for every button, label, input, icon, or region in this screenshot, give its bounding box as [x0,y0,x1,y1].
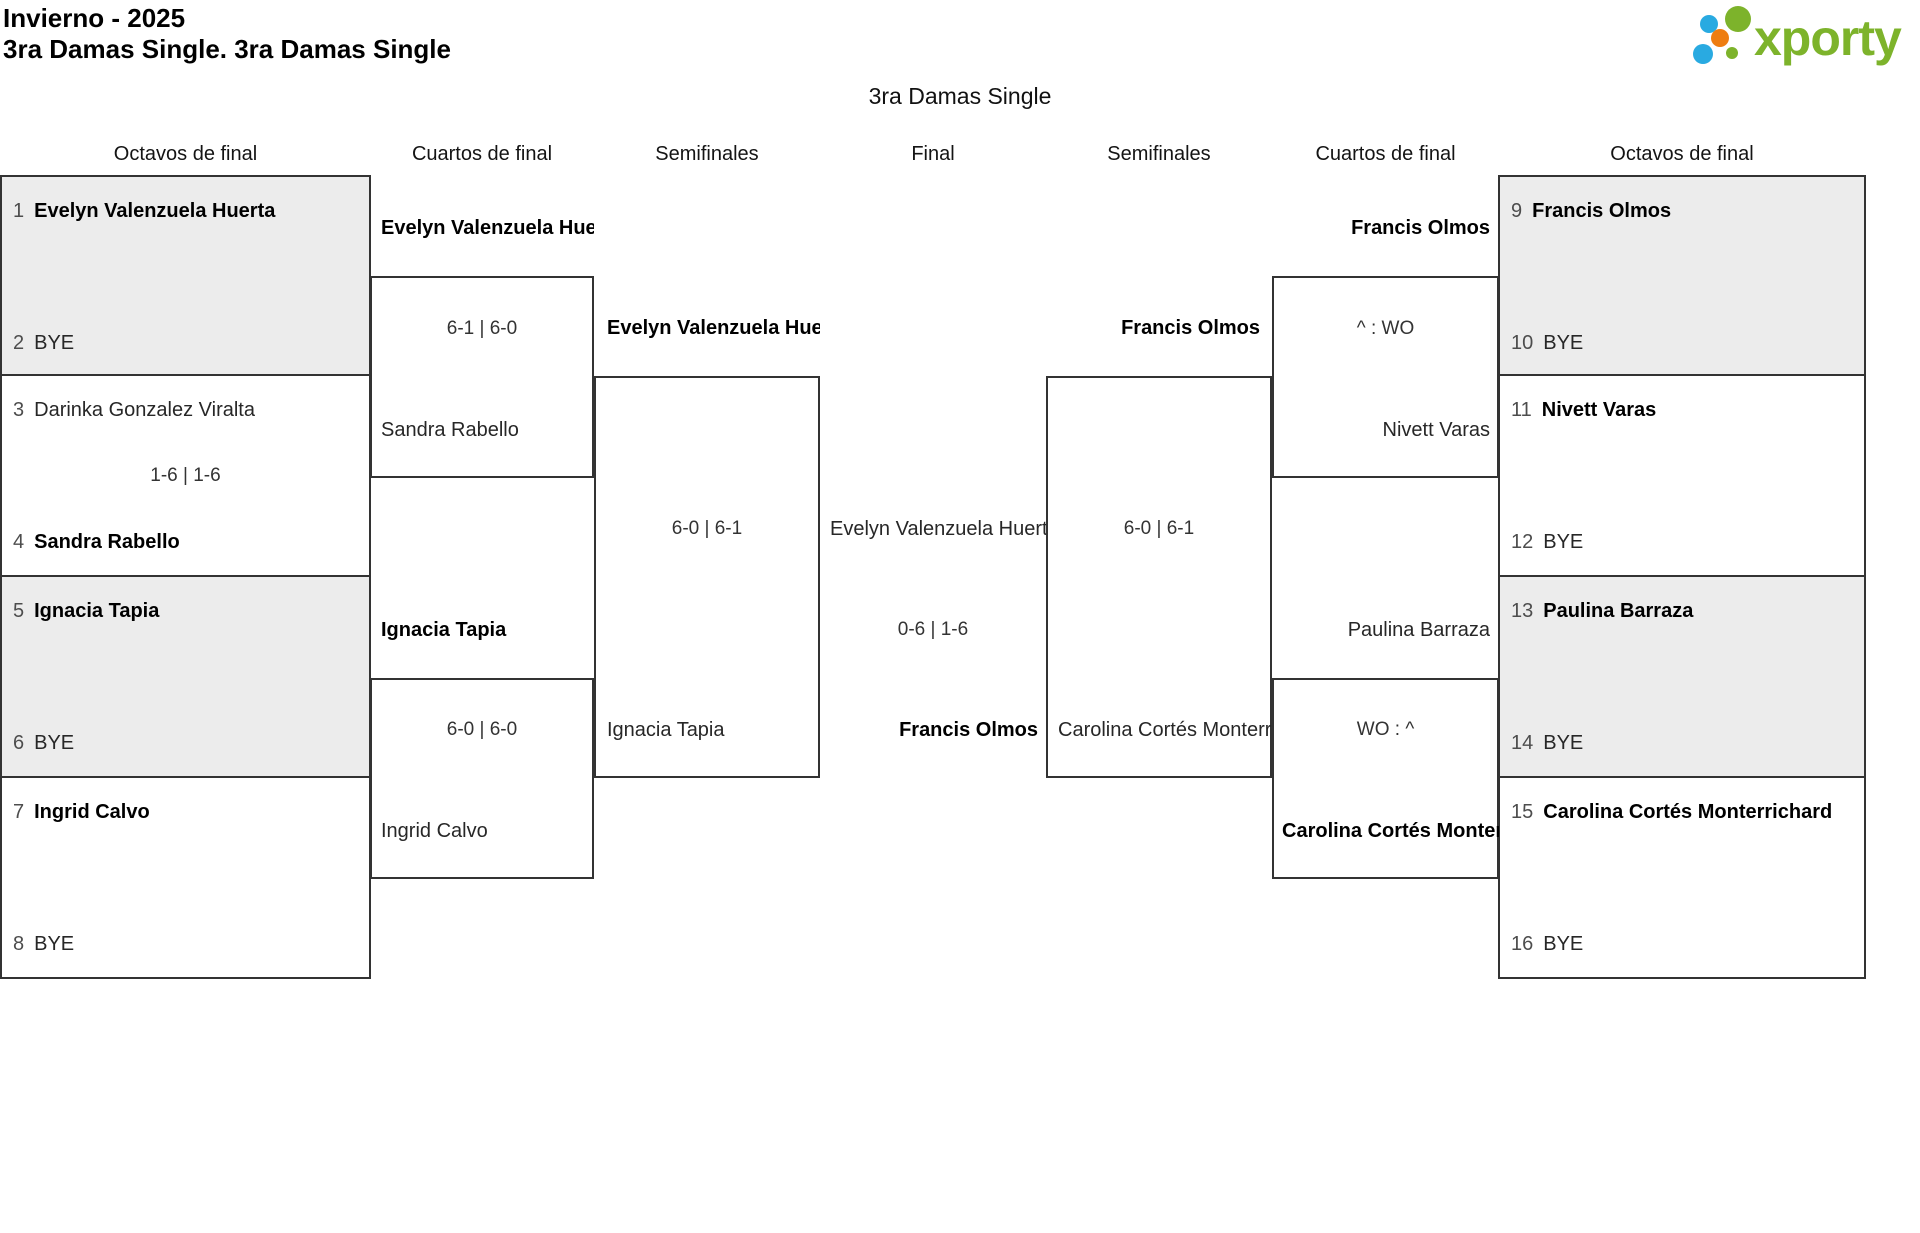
player-row: 7 Ingrid Calvo [2,798,369,826]
match-qf-right-2 [1272,678,1499,879]
player-name[interactable]: BYE [34,933,75,955]
player-name[interactable]: Nivett Varas [1541,399,1657,421]
round-header-octavos-left: Octavos de final [113,143,258,165]
qf-left-1-player[interactable]: Sandra Rabello [381,419,519,441]
seed: 1 [13,200,25,222]
player-name[interactable]: Darinka Gonzalez Viralta [34,399,255,421]
match-r16-1: 1 Evelyn Valenzuela Huerta 2 BYE [0,175,371,376]
seed: 6 [13,732,25,754]
final-player-left[interactable]: Evelyn Valenzuela Huerta [830,518,1046,540]
player-row: 9 Francis Olmos [1500,197,1864,225]
qf-right-2-advancer[interactable]: Carolina Cortés Monterrichard [1282,820,1499,842]
seed: 15 [1511,801,1534,823]
player-row: 11 Nivett Varas [1500,396,1864,424]
match-r16-2: 3 Darinka Gonzalez Viralta 1-6 | 1-6 4 San… [0,376,371,577]
player-row: 4 Sandra Rabello [2,528,369,556]
round-header-octavos-right: Octavos de final [1610,143,1754,165]
player-name[interactable]: BYE [1543,531,1584,553]
player-name[interactable]: BYE [1543,933,1584,955]
player-row: 14 BYE [1500,729,1864,757]
player-name[interactable]: Evelyn Valenzuela Huerta [34,200,276,222]
player-row: 12 BYE [1500,528,1864,556]
bracket-title: 3ra Damas Single [868,83,1052,109]
final-winner[interactable]: Francis Olmos [899,719,1038,741]
player-name[interactable]: Francis Olmos [1532,200,1672,222]
seed: 12 [1511,531,1534,553]
match-qf-left-1 [370,276,594,478]
player-name[interactable]: Ignacia Tapia [34,600,160,622]
match-r16-4: 7 Ingrid Calvo 8 BYE [0,778,371,979]
match-r16-6: 11 Nivett Varas 12 BYE [1498,376,1866,577]
match-r16-8: 15 Carolina Cortés Monterrichard 16 BYE [1498,778,1866,979]
seed: 7 [13,801,25,823]
match-sf-left [594,376,820,778]
seed: 10 [1511,332,1534,354]
player-name[interactable]: Sandra Rabello [34,531,180,553]
qf-left-1-score: 6-1 | 6-0 [446,318,518,339]
player-row: 16 BYE [1500,930,1864,958]
qf-right-1-advancer[interactable]: Francis Olmos [1351,217,1490,239]
player-name[interactable]: Paulina Barraza [1543,600,1694,622]
seed: 5 [13,600,25,622]
player-name[interactable]: BYE [1543,332,1584,354]
player-row: 5 Ignacia Tapia [2,597,369,625]
seed: 4 [13,531,25,553]
tournament-title: Invierno - 2025 [3,3,186,33]
round-header-semis-left: Semifinales [655,143,759,165]
qf-right-1-score: ^ : WO [1356,318,1415,339]
player-name[interactable]: BYE [34,332,75,354]
match-score: 1-6 | 1-6 [150,465,221,486]
xporty-logo-text: xporty [1754,10,1902,66]
round-header-semis-right: Semifinales [1107,143,1211,165]
round-header-cuartos-left: Cuartos de final [411,143,553,165]
seed: 9 [1511,200,1523,222]
qf-right-2-score: WO : ^ [1356,719,1415,740]
qf-right-2-player[interactable]: Paulina Barraza [1347,619,1490,641]
qf-left-2-score: 6-0 | 6-0 [446,719,518,740]
seed: 14 [1511,732,1534,754]
title-block: Invierno - 2025 3ra Damas Single. 3ra Da… [3,3,451,65]
player-name[interactable]: Ingrid Calvo [34,801,150,823]
sf-right-score: 6-0 | 6-1 [1123,518,1195,539]
seed: 3 [13,399,25,421]
xporty-logo[interactable]: xporty [1680,2,1918,74]
qf-right-1-player[interactable]: Nivett Varas [1382,419,1490,441]
player-row: 13 Paulina Barraza [1500,597,1864,625]
round-header-cuartos-right: Cuartos de final [1315,143,1456,165]
player-row: 6 BYE [2,729,369,757]
seed: 2 [13,332,25,354]
player-row: 2 BYE [2,329,369,357]
player-row: 15 Carolina Cortés Monterrichard [1500,798,1864,826]
match-qf-right-1 [1272,276,1499,478]
category-title: 3ra Damas Single. 3ra Damas Single [3,34,451,64]
sf-left-score: 6-0 | 6-1 [671,518,743,539]
match-r16-3: 5 Ignacia Tapia 6 BYE [0,577,371,778]
seed: 11 [1511,399,1532,421]
seed: 8 [13,933,25,955]
player-name[interactable]: Carolina Cortés Monterrichard [1543,801,1833,823]
seed: 16 [1511,933,1534,955]
match-r16-7: 13 Paulina Barraza 14 BYE [1498,577,1866,778]
match-r16-5: 9 Francis Olmos 10 BYE [1498,175,1866,376]
qf-left-2-advancer[interactable]: Ignacia Tapia [381,619,507,641]
sf-right-player[interactable]: Carolina Cortés Monterrichard [1058,719,1272,741]
xporty-logo-dots [1693,6,1751,64]
player-name[interactable]: BYE [34,732,75,754]
round-header-final: Final [911,143,955,165]
player-row: 3 Darinka Gonzalez Viralta [2,396,369,424]
player-row: 10 BYE [1500,329,1864,357]
sf-right-advancer[interactable]: Francis Olmos [1121,317,1260,339]
seed: 13 [1511,600,1534,622]
match-qf-left-2 [370,678,594,879]
player-row: 8 BYE [2,930,369,958]
final-score: 0-6 | 1-6 [897,619,969,640]
sf-left-player[interactable]: Ignacia Tapia [607,719,725,741]
sf-left-advancer[interactable]: Evelyn Valenzuela Huerta [607,317,820,339]
player-name[interactable]: BYE [1543,732,1584,754]
qf-left-2-player[interactable]: Ingrid Calvo [381,820,488,842]
player-row: 1 Evelyn Valenzuela Huerta [2,197,369,225]
qf-left-1-advancer[interactable]: Evelyn Valenzuela Huerta [381,217,594,239]
match-sf-right [1046,376,1272,778]
